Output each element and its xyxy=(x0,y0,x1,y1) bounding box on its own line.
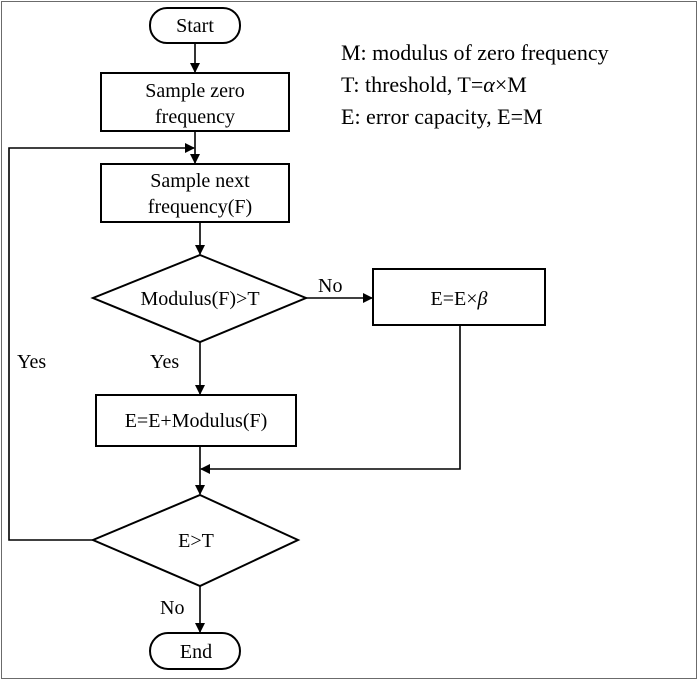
sample-next-label-1: Sample next xyxy=(150,170,250,192)
sample-next-box: Sample next frequency(F) xyxy=(100,163,290,223)
add-modulus-box: E=E+Modulus(F) xyxy=(95,394,297,447)
yes-label-modulus: Yes xyxy=(150,351,179,373)
end-terminal: End xyxy=(149,632,241,670)
legend-line-t: T: threshold, T=α×M xyxy=(341,72,527,97)
no-label-modulus: No xyxy=(318,275,342,297)
legend-line-m: M: modulus of zero frequency xyxy=(341,40,609,65)
multiply-beta-label: E=E×β xyxy=(431,288,488,310)
decision-modulus: Modulus(F)>T xyxy=(90,253,309,344)
start-terminal: Start xyxy=(149,7,241,44)
no-label-error: No xyxy=(160,597,184,619)
sample-next-label-2: frequency(F) xyxy=(148,196,252,218)
edge-error-yes-loop xyxy=(8,143,195,541)
decision-modulus-label: Modulus(F)>T xyxy=(140,288,259,310)
yes-label-loop: Yes xyxy=(17,351,46,373)
legend-line-e: E: error capacity, E=M xyxy=(341,104,543,129)
sample-zero-label-1: Sample zero xyxy=(145,80,244,102)
add-modulus-label: E=E+Modulus(F) xyxy=(125,410,268,432)
start-label: Start xyxy=(176,15,214,37)
sample-zero-label-2: frequency xyxy=(155,106,235,128)
edge-beta-merge xyxy=(200,325,461,474)
decision-error: E>T xyxy=(90,493,301,588)
legend: M: modulus of zero frequency T: threshol… xyxy=(341,40,609,129)
multiply-beta-box: E=E×β xyxy=(372,268,546,326)
decision-error-label: E>T xyxy=(178,530,214,552)
sample-zero-box: Sample zero frequency xyxy=(100,72,290,132)
end-label: End xyxy=(180,641,212,663)
